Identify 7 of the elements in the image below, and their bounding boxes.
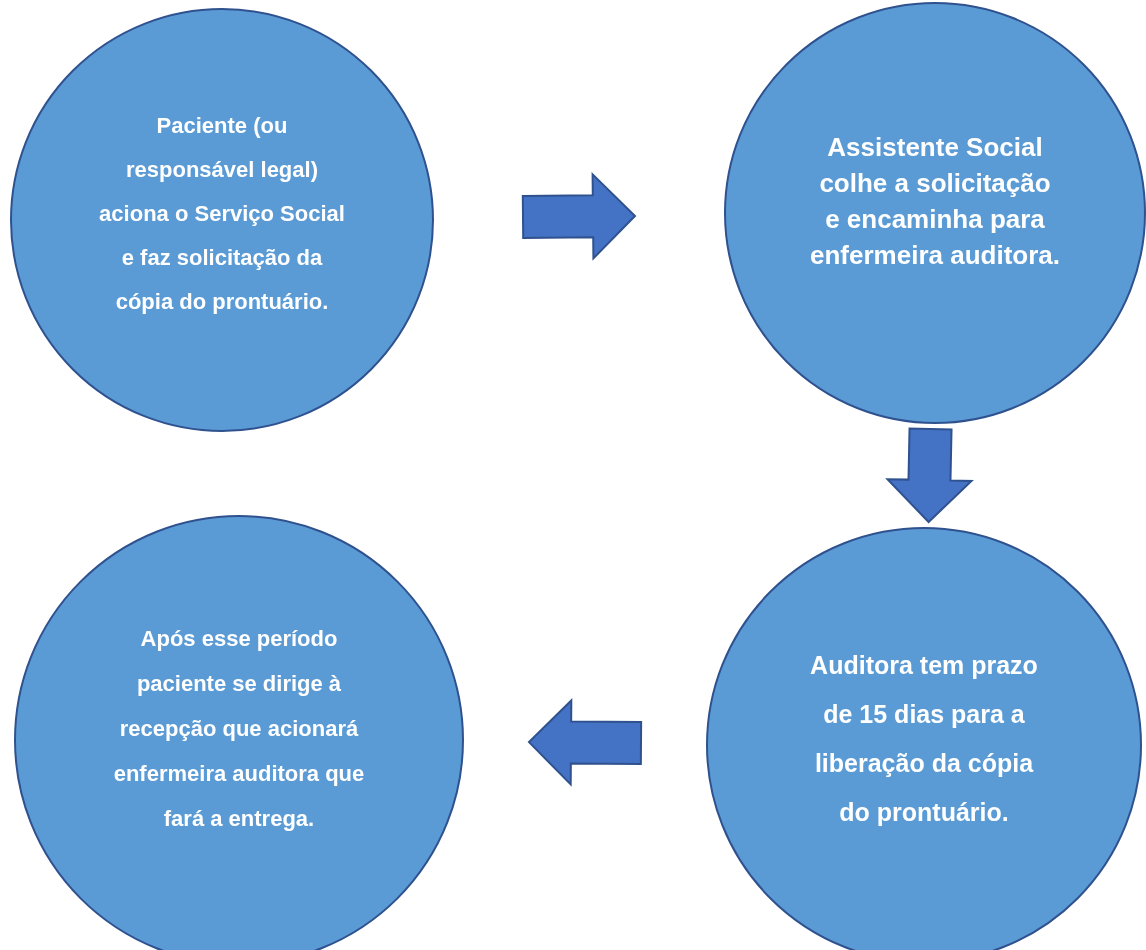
step-text: Após esse período paciente se dirige à recepção que acionará enfermeira auditora que fará a entrega. (112, 624, 366, 833)
block-arrow (885, 427, 974, 524)
step-text: Assistente Social colhe a solicitação e encaminha para enfermeira auditora. (810, 131, 1060, 272)
step-text: Paciente (ou responsável legal) aciona o Serviço Social e faz solicitação da cópia do prontuário. (98, 112, 346, 316)
block-arrow (527, 698, 643, 787)
block-arrow (521, 171, 637, 261)
step-text: Auditora tem prazo de 15 dias para a liberação da cópia do prontuário. (809, 650, 1039, 828)
